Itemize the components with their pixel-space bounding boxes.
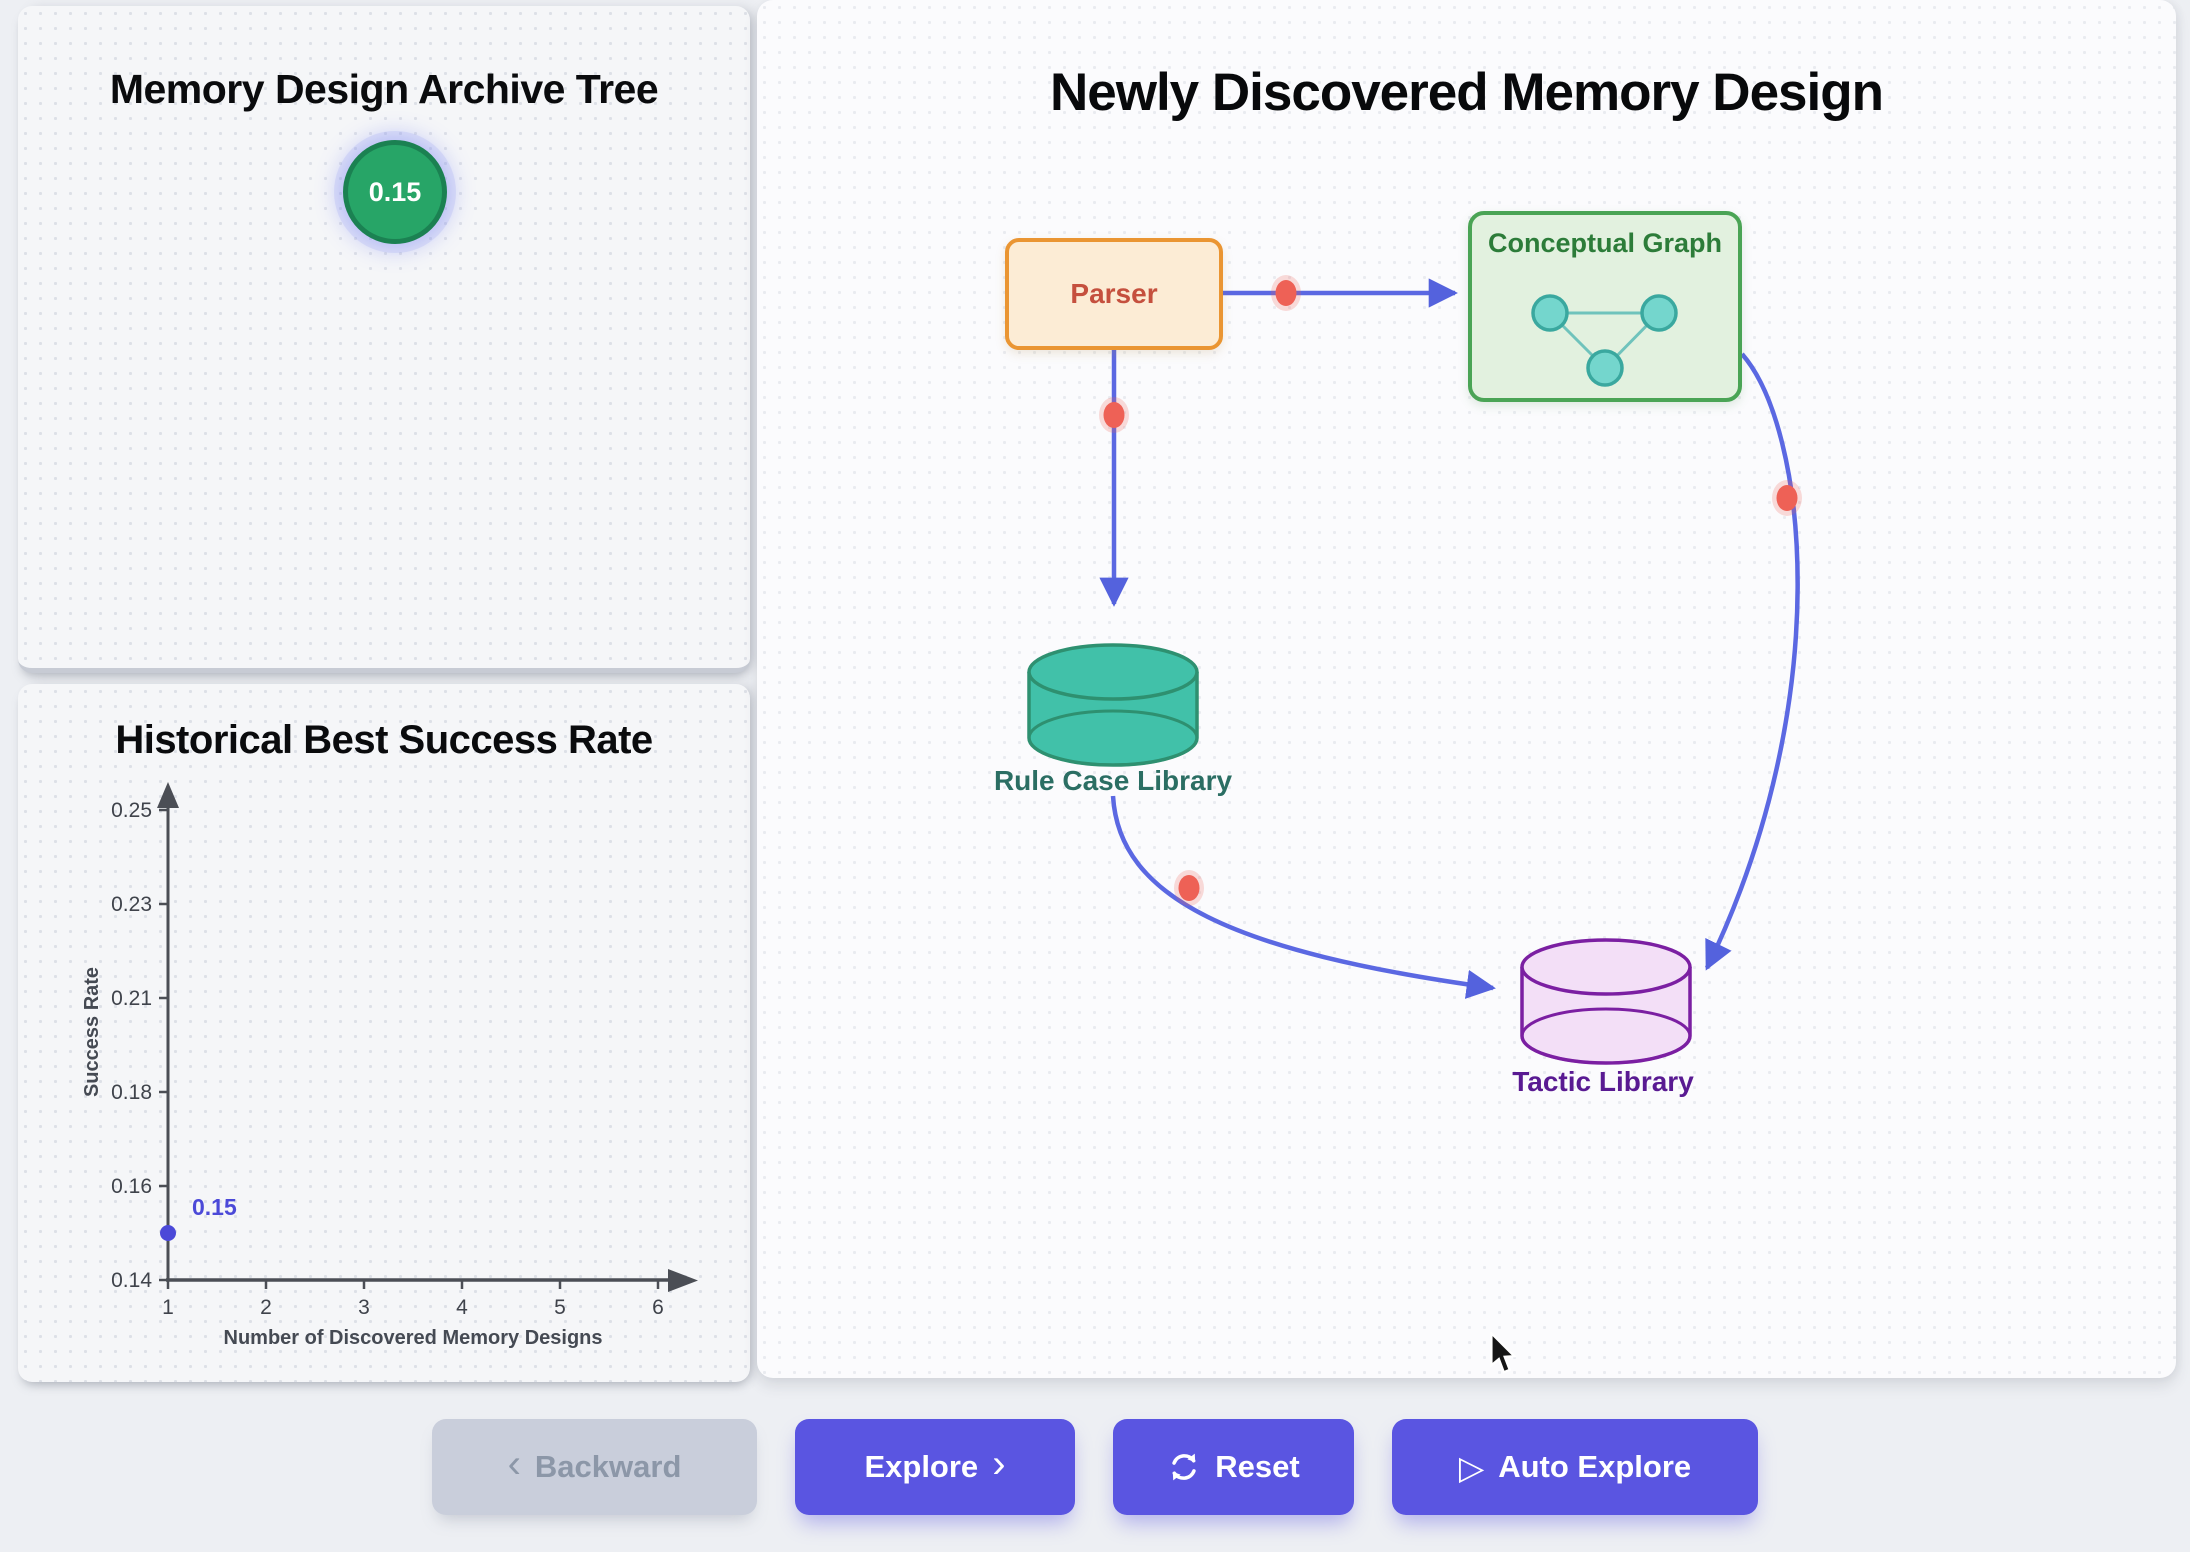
backward-button[interactable]: ‹ Backward [432, 1419, 757, 1515]
node-conceptual-graph-label: Conceptual Graph [1487, 228, 1723, 258]
node-rule-case-library[interactable] [1027, 643, 1199, 767]
archive-root-node[interactable]: 0.15 [343, 140, 447, 244]
chevron-right-icon: › [992, 1442, 1006, 1486]
success-rate-title: Historical Best Success Rate [115, 718, 653, 762]
toolbar: ‹ Backward Explore › Reset ▷ Auto Explor… [0, 1419, 2190, 1515]
refresh-icon [1172, 1453, 1196, 1481]
svg-text:0.15: 0.15 [192, 1194, 237, 1220]
backward-label: Backward [534, 1449, 682, 1484]
svg-text:1: 1 [162, 1296, 174, 1319]
reset-button[interactable]: Reset [1113, 1419, 1354, 1515]
graph-triangle-icon [1531, 294, 1678, 387]
svg-text:2: 2 [260, 1296, 272, 1319]
svg-text:0.18: 0.18 [111, 1081, 152, 1104]
chevron-left-icon: ‹ [507, 1442, 521, 1486]
reset-label: Reset [1215, 1449, 1300, 1484]
svg-text:3: 3 [358, 1296, 370, 1319]
node-parser-label: Parser [1070, 278, 1158, 309]
svg-text:6: 6 [652, 1296, 664, 1319]
svg-text:0.14: 0.14 [111, 1269, 152, 1292]
node-tactic-library-label: Tactic Library [1512, 1066, 1694, 1097]
svg-text:0.23: 0.23 [111, 893, 152, 916]
edge-waypoint-dots [1099, 275, 1802, 906]
diagram-edges [1027, 275, 1802, 1065]
design-canvas: Newly Discovered Memory Design [757, 0, 2176, 1378]
edge-conceptual-to-tactic [1704, 352, 1800, 971]
svg-text:4: 4 [456, 1296, 468, 1319]
node-conceptual-graph[interactable]: Conceptual Graph [1468, 211, 1742, 402]
node-parser[interactable]: Parser [1005, 238, 1223, 350]
svg-text:Success Rate: Success Rate [81, 967, 103, 1097]
design-title: Newly Discovered Memory Design [1049, 63, 1884, 122]
svg-text:5: 5 [554, 1296, 566, 1319]
svg-text:Number of Discovered Memory De: Number of Discovered Memory Designs [224, 1327, 603, 1349]
play-icon: ▷ [1458, 1448, 1485, 1486]
auto-explore-button[interactable]: ▷ Auto Explore [1392, 1419, 1758, 1515]
explore-button[interactable]: Explore › [795, 1419, 1075, 1515]
archive-tree-panel: Memory Design Archive Tree 0.15 [18, 6, 750, 673]
svg-text:0.21: 0.21 [111, 987, 152, 1010]
svg-text:0.25: 0.25 [111, 799, 152, 822]
auto-explore-label: Auto Explore [1498, 1449, 1692, 1484]
explore-label: Explore [864, 1449, 979, 1484]
edge-lines [1099, 278, 1800, 999]
edge-rule-case-to-tactic [1110, 795, 1496, 999]
node-tactic-library[interactable] [1520, 938, 1692, 1065]
node-rule-case-library-label: Rule Case Library [993, 765, 1233, 796]
archive-tree-title: Memory Design Archive Tree [109, 66, 659, 112]
svg-text:0.16: 0.16 [111, 1175, 152, 1198]
